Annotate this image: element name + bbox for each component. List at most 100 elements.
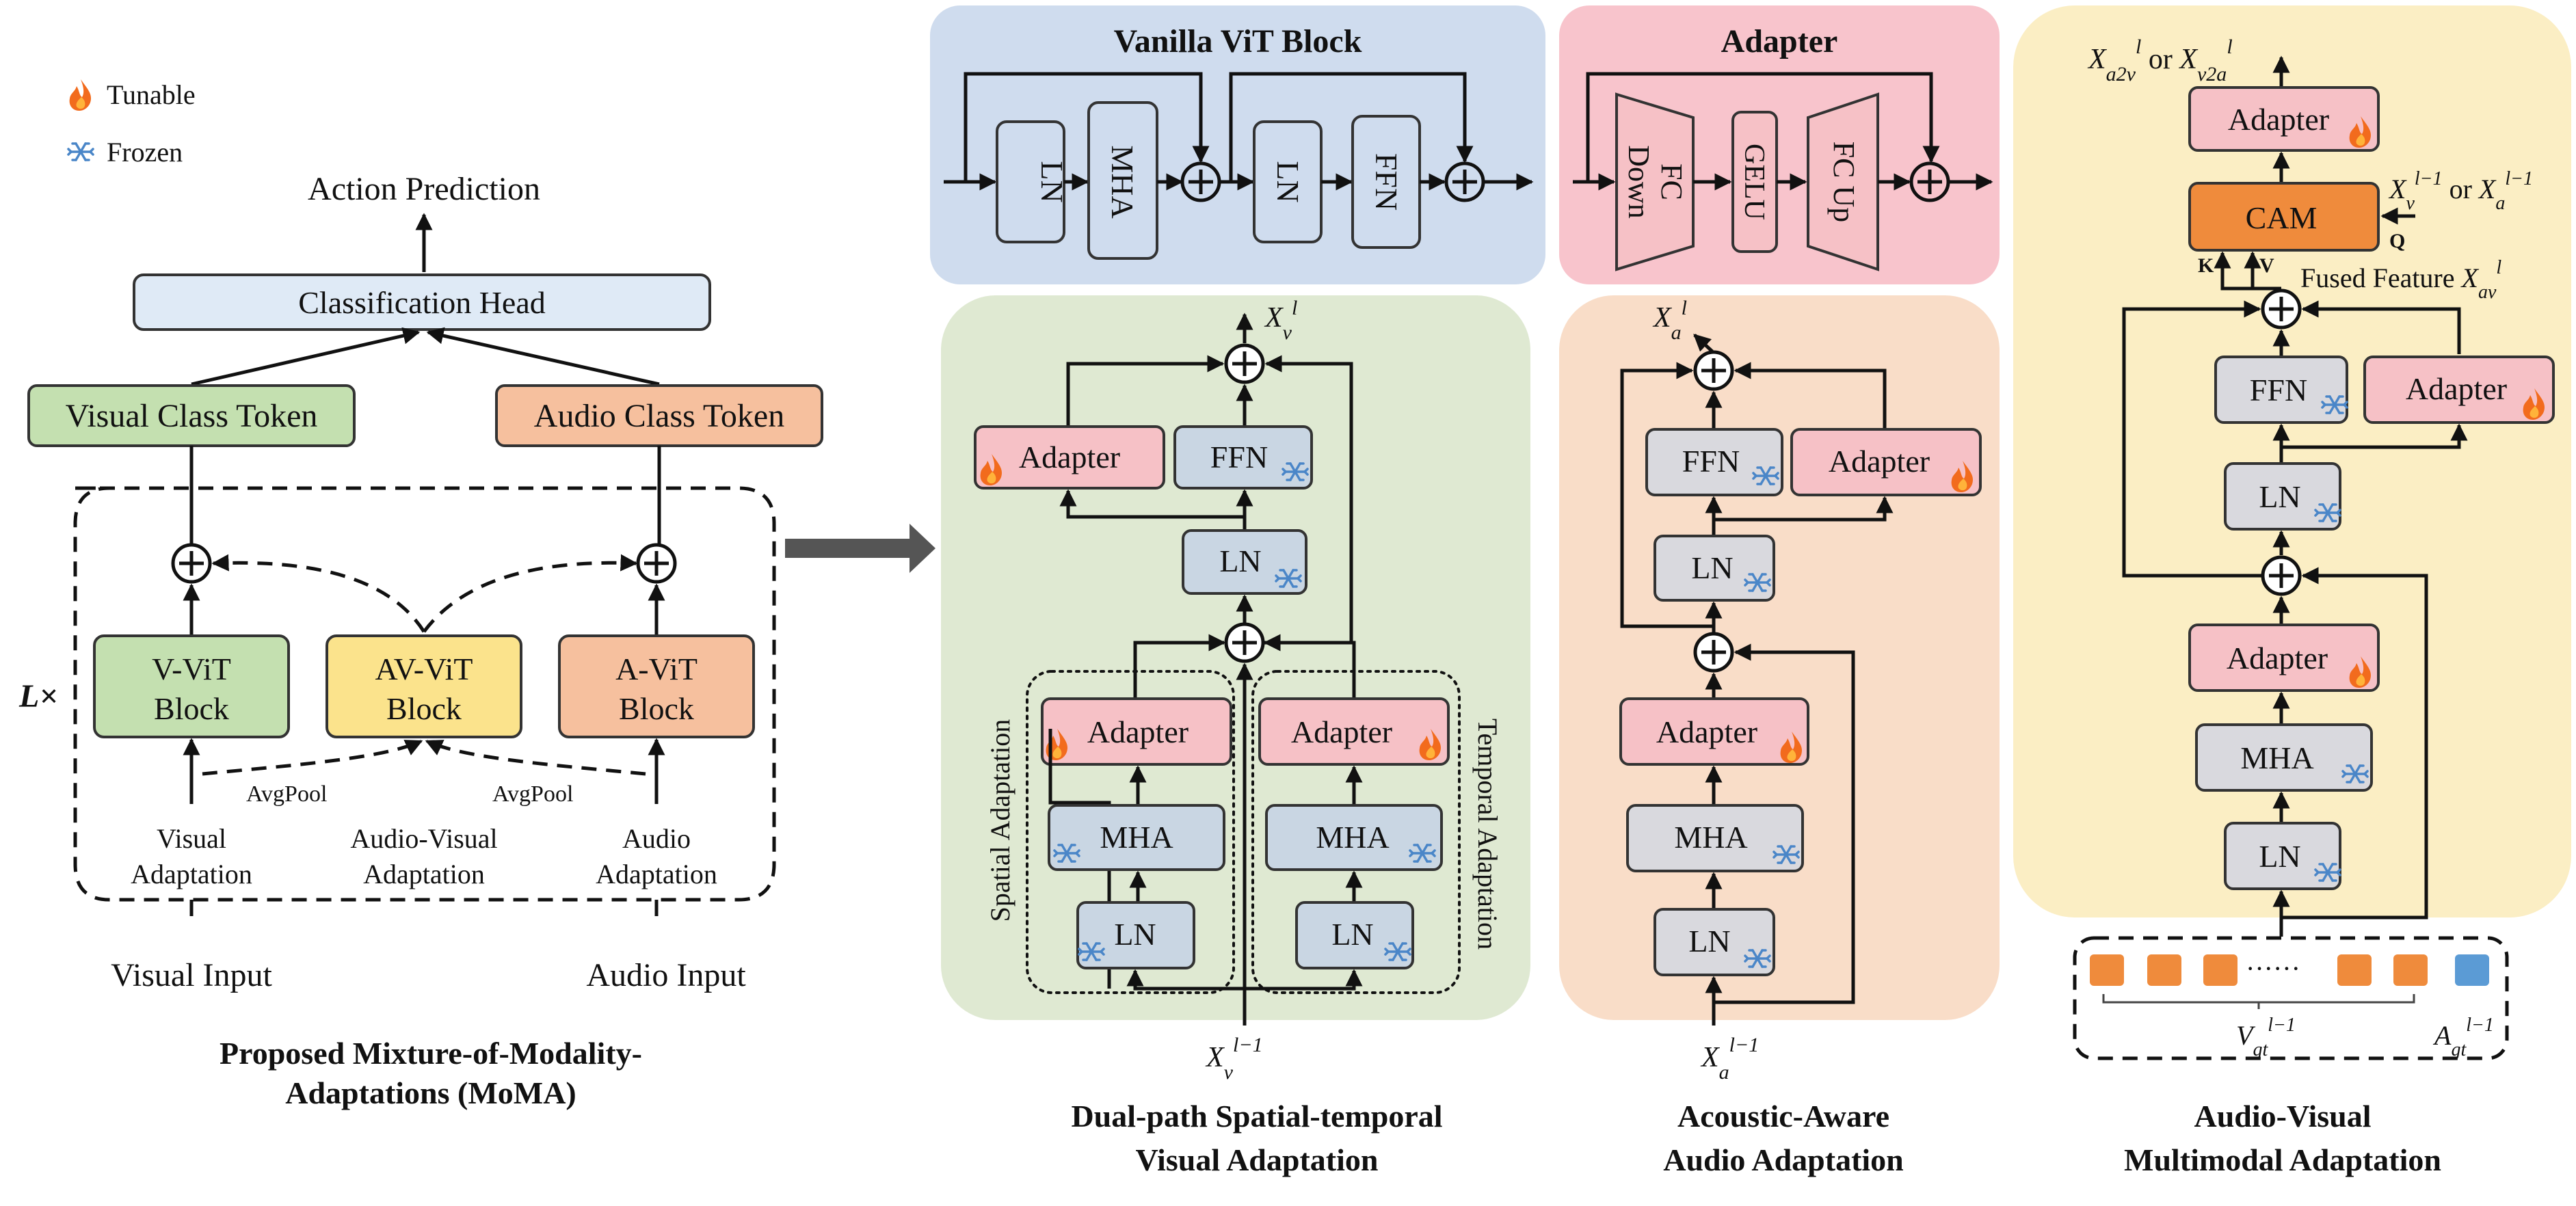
aa-adapter-top-label: Adapter <box>1829 444 1930 479</box>
audio-adaptation-label-2: Adaptation <box>596 859 717 889</box>
av-multimodal-bg <box>2013 5 2571 917</box>
a-vit-label-1: A-ViT <box>615 652 698 686</box>
adapter-title: Adapter <box>1721 23 1838 59</box>
va-spatial-adapter-label: Adapter <box>1087 714 1189 749</box>
visual-token <box>2393 954 2428 986</box>
spatial-adaptation-label: Spatial Adaptation <box>985 719 1015 922</box>
agt-label: Agtl−1 <box>2432 1015 2494 1060</box>
gelu-label: GELU <box>1738 144 1770 220</box>
legend: Tunable Frozen <box>67 79 196 168</box>
a-vit-label-2: Block <box>619 691 694 726</box>
fc-up-label: FC Up <box>1827 142 1861 223</box>
av-ln-label: LN <box>2259 839 2300 874</box>
aa-ln-label: LN <box>1688 924 1730 959</box>
fused-feature-label: Fused Feature Xavl <box>2300 257 2501 303</box>
vit-block-title: Vanilla ViT Block <box>1114 23 1362 59</box>
l-times-label: L× <box>18 678 58 714</box>
aa-mha-box <box>1626 804 1804 872</box>
va-spatial-mha-label: MHA <box>1100 820 1173 855</box>
va-temporal-ln-label: LN <box>1331 917 1373 952</box>
transition-arrow <box>785 524 935 573</box>
action-prediction-label: Action Prediction <box>308 171 540 207</box>
vit-mha-label: MHA <box>1105 145 1140 218</box>
vit-ln1-label: LN <box>1035 161 1070 202</box>
va-adapter-top-label: Adapter <box>1019 440 1120 474</box>
visual-token <box>2090 954 2124 986</box>
av-mha-box <box>2195 723 2373 792</box>
av-vit-block <box>326 634 522 738</box>
av-adaptation-label-1: Audio-Visual <box>350 823 497 854</box>
aa-caption-1: Acoustic-Aware <box>1677 1099 1889 1134</box>
v-vit-label-1: V-ViT <box>152 652 231 686</box>
av-ln-top-label: LN <box>2259 479 2300 514</box>
aa-adapter-label: Adapter <box>1656 714 1757 749</box>
av-ln-top-box <box>2224 462 2341 531</box>
moma-caption-1: Proposed Mixture-of-Modality- <box>220 1036 642 1071</box>
va-temporal-adapter-label: Adapter <box>1291 714 1392 749</box>
fc-up-trapezoid <box>1807 92 1879 271</box>
q-label: Q <box>2389 230 2405 252</box>
k-label: K <box>2198 254 2214 277</box>
aa-ffn-label: FFN <box>1682 444 1740 479</box>
av-ffn-box <box>2214 356 2348 424</box>
va-caption-2: Visual Adaptation <box>1136 1142 1379 1177</box>
moma-panel: Action Prediction Classification Head Vi… <box>18 171 935 1110</box>
fc-down-trapezoid <box>1615 92 1695 271</box>
av-ln-box <box>2224 822 2341 890</box>
av-adapter-right-box <box>2363 356 2555 424</box>
av-adapter-top-label: Adapter <box>2228 102 2329 137</box>
vgt-label: Vgtl−1 <box>2236 1015 2296 1060</box>
av-mha-label: MHA <box>2240 740 2313 775</box>
va-spatial-adapter-box <box>1041 697 1232 766</box>
fc-down-label-1: FC <box>1655 163 1688 200</box>
visual-adaptation-label-1: Visual <box>157 823 226 854</box>
aa-ffn-box <box>1645 428 1783 496</box>
xal-in-label: Xal−1 <box>1700 1034 1759 1084</box>
classification-head-label: Classification Head <box>298 285 546 320</box>
audio-adaptation-panel: Xal FFN Adapter LN Adapter MHA LN <box>1559 295 2000 1177</box>
flame-icon <box>69 79 92 111</box>
aa-caption-2: Audio Adaptation <box>1663 1142 1904 1177</box>
visual-token <box>2203 954 2238 986</box>
av-vit-label-2: Block <box>386 691 462 726</box>
visual-adaptation-label-2: Adaptation <box>131 859 252 889</box>
av-vit-label-1: AV-ViT <box>375 652 473 686</box>
av-adaptation-label-2: Adaptation <box>363 859 485 889</box>
cam-box <box>2188 182 2380 252</box>
av-adapter-box <box>2188 624 2380 692</box>
va-ffn-box <box>1173 425 1313 490</box>
audio-token <box>2455 954 2489 986</box>
visual-input-label: Visual Input <box>111 957 272 993</box>
avgpool-left-label: AvgPool <box>246 781 327 807</box>
v-vit-block <box>93 634 290 738</box>
fc-down-label-2: Down <box>1622 145 1656 219</box>
visual-class-token-label: Visual Class Token <box>66 398 318 434</box>
adapter-panel: Adapter FC Down GELU FC Up <box>1559 5 2000 284</box>
avgpool-right-label: AvgPool <box>492 781 573 807</box>
snowflake-icon <box>67 142 94 161</box>
legend-frozen-label: Frozen <box>107 137 183 168</box>
va-temporal-adapter-box <box>1258 697 1450 766</box>
aa-adapter-box <box>1619 697 1809 766</box>
legend-tunable-label: Tunable <box>107 79 196 110</box>
aa-ln-box <box>1654 908 1775 976</box>
visual-token <box>2337 954 2372 986</box>
vit-ffn-label: FFN <box>1369 153 1404 211</box>
classification-head-box <box>133 273 711 331</box>
xvl-in-label: Xvl−1 <box>1205 1034 1263 1084</box>
va-temporal-mha-label: MHA <box>1316 820 1389 855</box>
visual-adaptation-panel: Xvl Adapter FFN LN Spatial Adaptation Te… <box>941 295 1530 1177</box>
va-caption-1: Dual-path Spatial-temporal <box>1071 1099 1442 1134</box>
xvl-out-label: Xvl <box>1264 297 1297 344</box>
vit-ln2-label: LN <box>1271 161 1305 202</box>
audio-input-label: Audio Input <box>586 957 746 993</box>
v-label: V <box>2259 254 2274 277</box>
va-temporal-ln-box <box>1295 901 1414 969</box>
aa-ln-top-box <box>1654 535 1775 602</box>
aa-ln-top-label: LN <box>1691 550 1733 585</box>
av-adapter-right-label: Adapter <box>2406 371 2507 406</box>
audio-class-token-label: Audio Class Token <box>534 398 784 434</box>
av-caption-1: Audio-Visual <box>2194 1099 2371 1134</box>
audio-adaptation-bg <box>1559 295 2000 1020</box>
av-ffn-label: FFN <box>2250 373 2307 407</box>
